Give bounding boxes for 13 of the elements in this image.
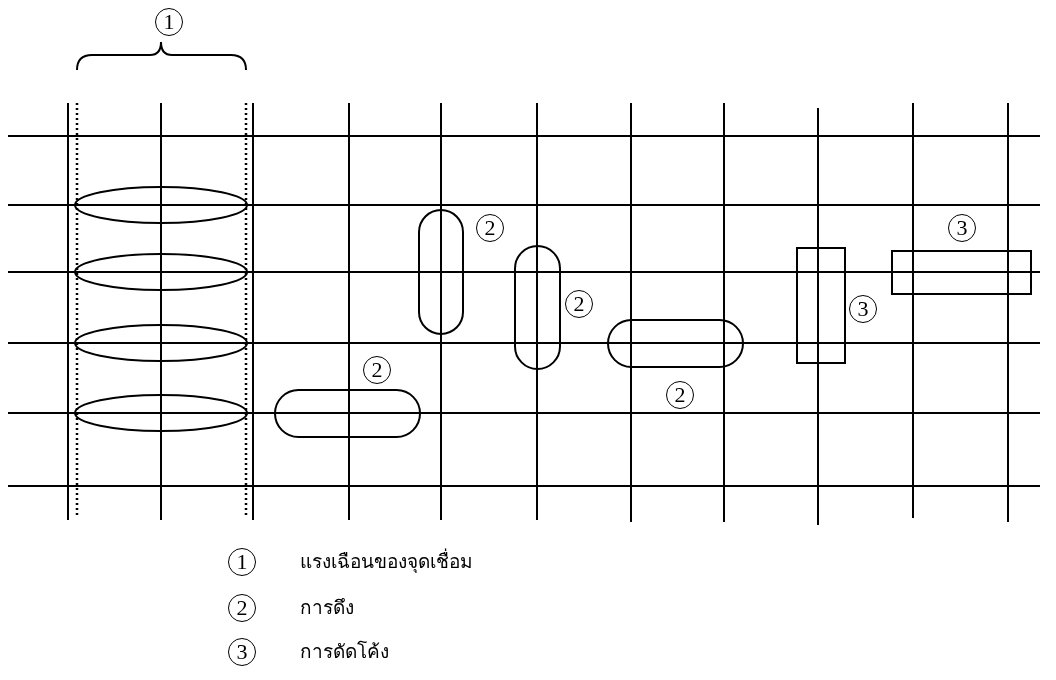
callout-number: 2 xyxy=(476,214,504,242)
callout-number: 1 xyxy=(228,548,256,576)
callout-number: 2 xyxy=(228,594,256,622)
callout-number: 3 xyxy=(849,295,877,323)
callout-number: 2 xyxy=(666,381,694,409)
callout-number: 3 xyxy=(948,214,976,242)
legend-text: การดึง xyxy=(300,596,354,620)
legend-text: แรงเฉือนของจุดเชื่อม xyxy=(300,550,473,574)
legend-text: การดัดโค้ง xyxy=(300,640,389,664)
callout-number: 2 xyxy=(363,356,391,384)
callout-number: 3 xyxy=(228,638,256,666)
callout-number: 2 xyxy=(565,290,593,318)
callout-number: 1 xyxy=(155,8,183,36)
